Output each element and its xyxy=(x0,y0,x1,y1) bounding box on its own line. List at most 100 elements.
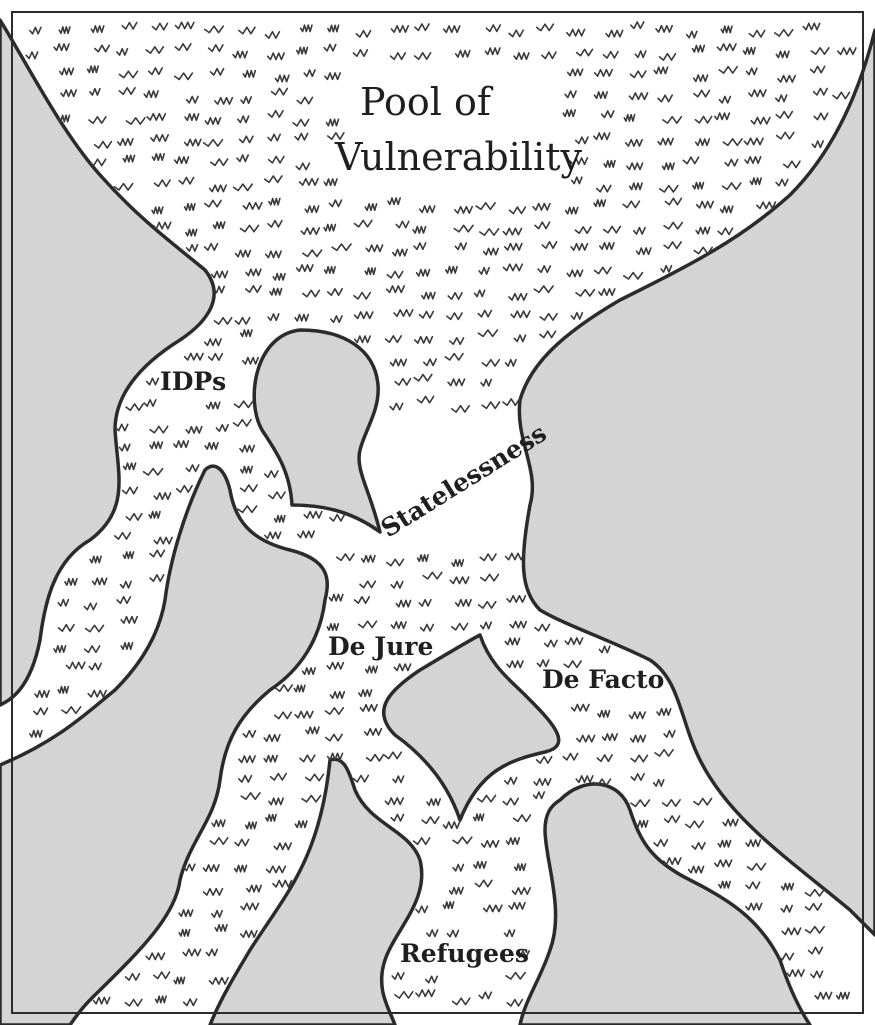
water-ripple-mark xyxy=(177,486,192,492)
water-ripple-mark xyxy=(757,202,776,208)
water-ripple-mark xyxy=(506,973,525,979)
water-ripple-mark xyxy=(215,98,233,104)
water-ripple-mark xyxy=(537,757,552,763)
water-ripple-mark xyxy=(486,25,500,31)
water-ripple-mark xyxy=(266,815,276,821)
water-ripple-mark xyxy=(144,469,163,475)
water-ripple-mark xyxy=(485,48,500,54)
water-ripple-mark xyxy=(414,375,432,381)
water-ripple-mark xyxy=(597,185,611,191)
water-ripple-mark xyxy=(505,638,519,644)
water-ripple-mark xyxy=(241,97,251,103)
water-ripple-mark xyxy=(154,972,170,978)
water-ripple-mark xyxy=(509,903,525,909)
water-ripple-mark xyxy=(327,624,338,630)
water-ripple-mark xyxy=(594,133,610,139)
water-ripple-mark xyxy=(636,821,648,827)
water-ripple-mark xyxy=(424,359,436,365)
water-ripple-mark xyxy=(209,354,223,360)
idps-label: IDPs xyxy=(160,367,226,396)
water-ripple-mark xyxy=(304,70,315,76)
water-ripple-mark xyxy=(186,229,197,235)
water-ripple-mark xyxy=(241,485,258,491)
water-ripple-mark xyxy=(176,22,194,28)
water-ripple-mark xyxy=(212,271,228,277)
water-ripple-mark xyxy=(90,556,101,562)
water-ripple-mark xyxy=(59,27,70,33)
water-ripple-mark xyxy=(293,120,309,126)
water-ripple-mark xyxy=(295,821,307,827)
water-ripple-mark xyxy=(150,550,164,556)
water-ripple-mark xyxy=(62,707,81,713)
water-ripple-mark xyxy=(505,244,522,250)
water-ripple-mark xyxy=(212,820,225,826)
water-ripple-mark xyxy=(303,668,316,674)
water-ripple-mark xyxy=(301,228,319,234)
water-ripple-mark xyxy=(362,556,375,562)
water-ripple-mark xyxy=(811,66,825,72)
water-ripple-mark xyxy=(119,88,135,94)
water-ripple-mark xyxy=(534,792,545,798)
water-ripple-mark xyxy=(665,816,680,822)
water-ripple-mark xyxy=(413,227,426,233)
water-ripple-mark xyxy=(241,467,253,473)
water-ripple-mark xyxy=(236,250,251,256)
water-ripple-mark xyxy=(367,755,384,761)
water-ripple-mark xyxy=(116,424,128,430)
water-ripple-mark xyxy=(514,335,525,341)
water-ripple-mark xyxy=(811,971,823,977)
water-ripple-mark xyxy=(481,622,492,628)
water-ripple-mark xyxy=(146,47,163,53)
water-ripple-mark xyxy=(269,492,285,498)
water-ripple-mark xyxy=(631,736,646,742)
water-ripple-mark xyxy=(427,799,440,805)
water-ripple-mark xyxy=(216,425,228,431)
water-ripple-mark xyxy=(782,928,800,934)
water-ripple-mark xyxy=(26,52,38,58)
water-ripple-mark xyxy=(505,930,515,936)
water-ripple-mark xyxy=(507,661,523,667)
water-ripple-mark xyxy=(391,815,403,821)
water-ripple-mark xyxy=(744,48,756,54)
water-ripple-mark xyxy=(233,51,247,57)
refugees-label: Refugees xyxy=(400,939,529,968)
water-ripple-mark xyxy=(58,687,68,693)
water-ripple-mark xyxy=(664,858,681,864)
water-ripple-mark xyxy=(385,798,403,804)
water-ripple-mark xyxy=(658,138,673,144)
water-ripple-mark xyxy=(359,690,372,696)
water-ripple-mark xyxy=(420,312,434,318)
water-ripple-mark xyxy=(355,220,372,226)
water-ripple-mark xyxy=(243,731,255,737)
water-ripple-mark xyxy=(355,336,371,342)
water-ripple-mark xyxy=(324,179,337,185)
water-ripple-mark xyxy=(326,119,338,125)
water-ripple-mark xyxy=(269,157,284,163)
water-ripple-mark xyxy=(456,600,471,606)
water-ripple-mark xyxy=(750,178,761,184)
water-ripple-mark xyxy=(147,378,159,384)
water-ripple-mark xyxy=(117,49,128,55)
water-ripple-mark xyxy=(661,266,672,272)
water-ripple-mark xyxy=(93,578,107,584)
water-ripple-mark xyxy=(624,273,643,279)
water-ripple-mark xyxy=(599,289,615,295)
water-ripple-mark xyxy=(747,68,757,74)
water-ripple-mark xyxy=(542,52,556,58)
water-ripple-mark xyxy=(629,712,645,718)
water-ripple-mark xyxy=(537,24,554,30)
water-ripple-mark xyxy=(423,572,442,578)
water-ripple-mark xyxy=(604,161,615,167)
water-ripple-mark xyxy=(360,705,377,711)
water-ripple-mark xyxy=(535,624,549,630)
water-ripple-mark xyxy=(306,727,319,733)
water-ripple-mark xyxy=(598,711,610,717)
water-ripple-mark xyxy=(509,30,523,36)
water-ripple-mark xyxy=(300,179,319,185)
water-ripple-mark xyxy=(88,691,106,697)
water-ripple-mark xyxy=(751,118,770,124)
water-ripple-mark xyxy=(205,200,221,206)
water-ripple-mark xyxy=(446,267,457,273)
water-ripple-mark xyxy=(60,68,74,74)
